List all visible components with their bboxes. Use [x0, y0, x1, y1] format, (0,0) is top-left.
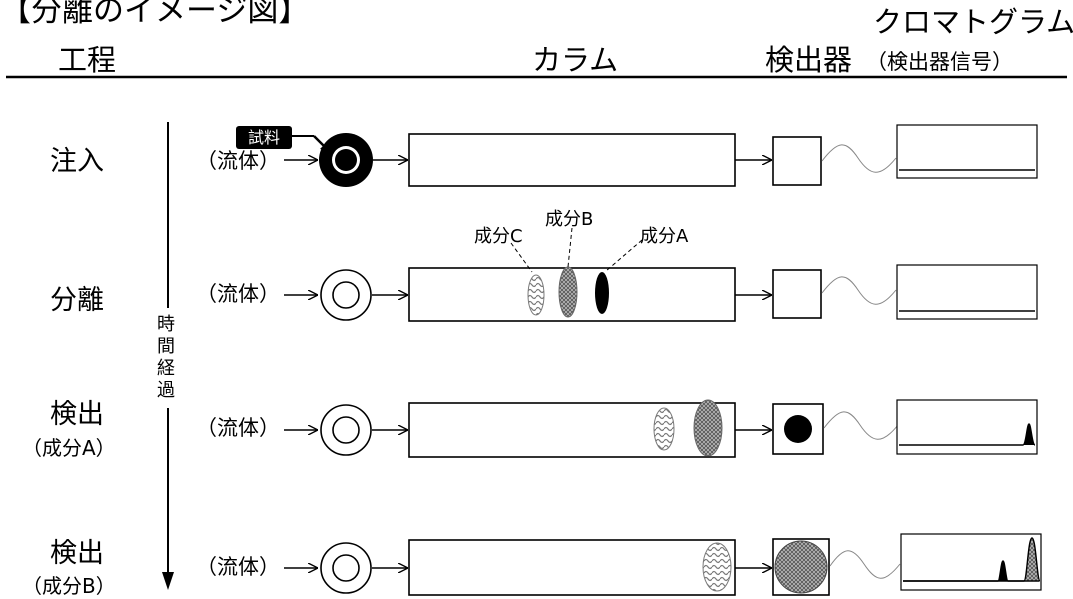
figure-title: 【分離のイメージ図】 [0, 0, 310, 29]
stage-3-row [284, 533, 1042, 596]
stage-2-signal-wire [823, 411, 899, 440]
stage-2-row [284, 399, 1038, 458]
stage-2-band-b [693, 399, 723, 457]
stage-2-peak-a [899, 423, 1036, 446]
stage-0-signal-wire [821, 144, 897, 173]
header-process: 工程 [58, 43, 117, 77]
stage-0-injector-core [335, 149, 357, 171]
time-axis-char-3: 過 [157, 380, 175, 401]
component-a-label: 成分A [640, 226, 689, 247]
stage-1-name: 分離 [50, 285, 104, 316]
stage-3-sub: （成分B） [22, 574, 116, 598]
stage-3-detector-signal [774, 540, 828, 594]
stage-1-fluid-label: （流体） [196, 282, 280, 306]
time-axis-char-2: 経 [157, 358, 175, 379]
stage-0-name: 注入 [50, 146, 104, 177]
stage-2-injector-inner [332, 416, 360, 444]
time-axis-char-1: 間 [157, 336, 175, 357]
time-axis-char-0: 時 [157, 314, 175, 335]
stage-3-signal-wire [829, 550, 901, 579]
component-b-label: 成分B [545, 209, 594, 230]
sample-label: 試料 [236, 126, 292, 149]
stage-0-column [408, 133, 736, 187]
stage-1-detector [772, 269, 822, 319]
stage-3-peak-a [903, 560, 1009, 582]
stage-0-fluid-label: （流体） [196, 149, 280, 173]
time-axis-arrowhead [162, 572, 174, 590]
header-chromatogram: クロマトグラム [873, 5, 1073, 39]
stage-1-leader-b [567, 227, 573, 268]
stage-3-injector-inner [332, 554, 360, 582]
stage-2-chromatogram [896, 399, 1038, 455]
component-c-label: 成分C [474, 226, 523, 247]
stage-1-injector-inner [332, 281, 360, 309]
stage-2-detector-signal [784, 415, 812, 443]
stage-1-row [284, 227, 1038, 322]
header-chromatogram-sub: （検出器信号） [866, 50, 1013, 74]
header-column: カラム [532, 43, 619, 77]
stage-1-chromatogram [896, 264, 1038, 320]
stage-2-band-c [653, 407, 675, 451]
stage-3-fluid-label: （流体） [196, 555, 280, 579]
stage-2-sub: （成分A） [22, 436, 116, 460]
stage-1-band-b [558, 266, 578, 318]
stage-3-name: 検出 [50, 538, 104, 569]
stage-1-leader-a [605, 239, 643, 272]
stage-0-detector [772, 136, 822, 186]
stage-2-column [408, 402, 736, 458]
stage-0-row [284, 124, 1038, 187]
stage-3-band-c [702, 542, 732, 592]
stage-2-name: 検出 [50, 399, 104, 430]
header-detector: 検出器 [765, 43, 853, 77]
stage-3-peak-b [1008, 537, 1041, 582]
stage-0-chromatogram [896, 124, 1038, 179]
stage-1-band-c [527, 274, 545, 316]
stage-2-fluid-label: （流体） [196, 416, 280, 440]
stage-1-band-a [595, 272, 609, 314]
stage-1-signal-wire [821, 276, 897, 305]
stage-1-leader-c [510, 242, 533, 273]
stage-3-column [408, 539, 736, 596]
